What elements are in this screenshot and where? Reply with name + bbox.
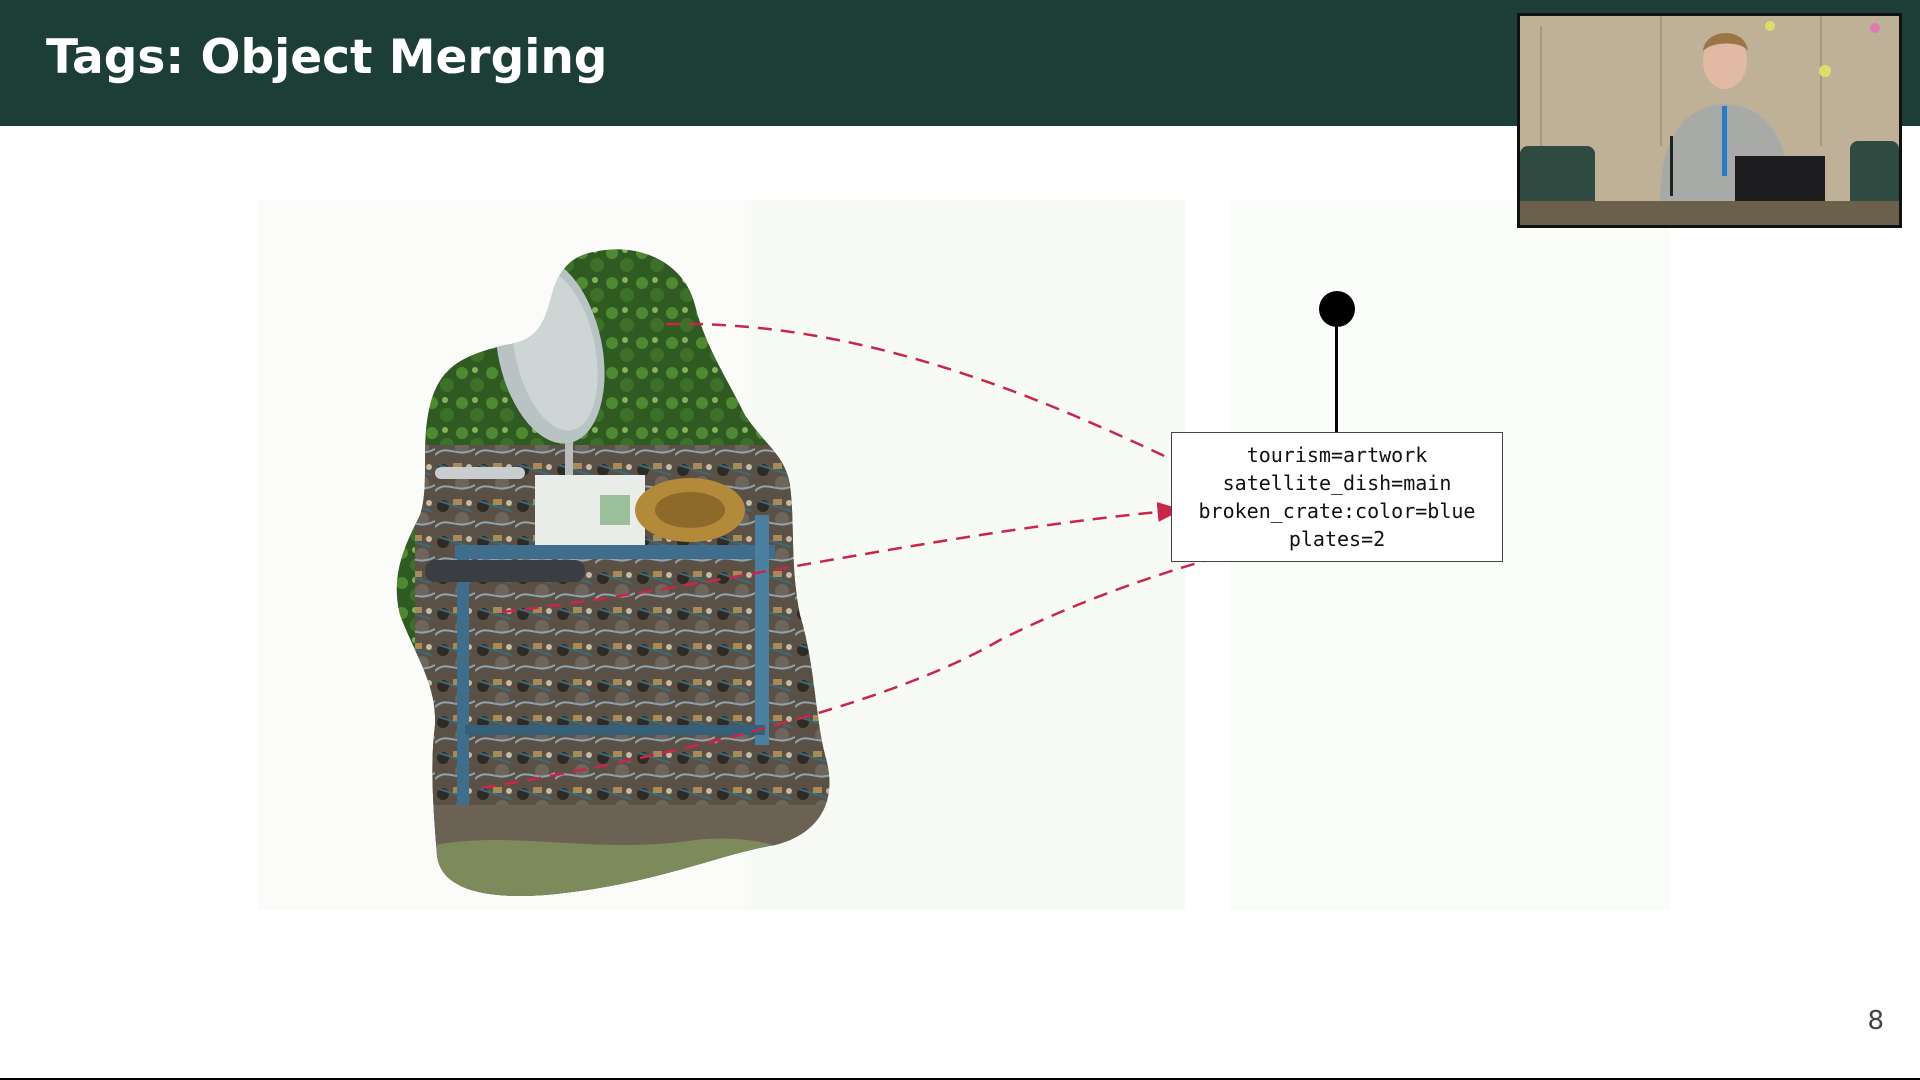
screen-border (0, 1078, 1920, 1080)
tag-line: tourism=artwork (1246, 443, 1428, 467)
tag-line: broken_crate:color=blue (1198, 499, 1476, 523)
speaker-video (1520, 16, 1899, 225)
junk-sculpture-image (396, 249, 830, 896)
node-stem (1335, 310, 1338, 433)
tag-list-box: tourism=artwork satellite_dish=main brok… (1171, 432, 1503, 562)
slide-page-number: 8 (1867, 1006, 1884, 1036)
tag-line: plates=2 (1288, 527, 1386, 551)
slide-title: Tags: Object Merging (46, 30, 608, 85)
speaker-webcam-feed (1517, 13, 1902, 228)
artwork-photo (395, 245, 895, 900)
tag-line: satellite_dish=main (1222, 471, 1452, 495)
